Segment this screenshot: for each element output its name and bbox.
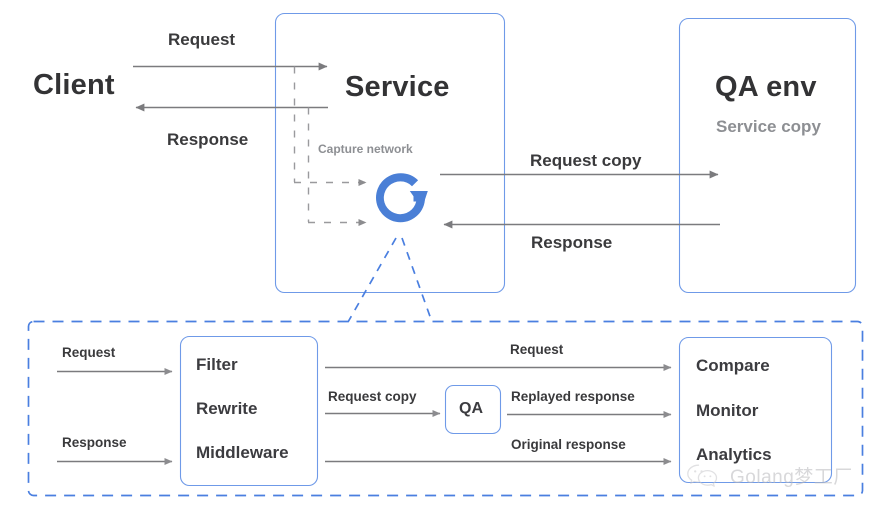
arrow-request-copy-label: Request copy [530, 151, 642, 170]
qa-env-box [678, 17, 857, 294]
qa-env-sublabel: Service copy [716, 117, 821, 136]
qa-node-box [444, 384, 502, 435]
output-box [678, 336, 833, 484]
goreplay-logo-icon [376, 173, 428, 223]
pipeline-item-middleware: Middleware [196, 443, 289, 462]
arrow-request-label: Request [168, 30, 236, 49]
output-item-monitor: Monitor [696, 401, 759, 420]
client-label: Client [33, 69, 115, 101]
capture-network-label: Capture network [318, 142, 413, 156]
output-item-analytics: Analytics [696, 445, 772, 464]
detail-dashed-container [27, 320, 864, 497]
arrow-qa-response-label: Response [531, 233, 613, 252]
qa-env-label: QA env [715, 71, 817, 103]
zoom-connector-left [347, 237, 397, 323]
qa-node-label: QA [459, 400, 483, 417]
detail-request-label: Request [62, 345, 116, 360]
detail-replayed-response-label: Replayed response [511, 389, 635, 404]
output-item-compare: Compare [696, 356, 770, 375]
pipeline-item-filter: Filter [196, 355, 238, 374]
pipeline-item-rewrite: Rewrite [196, 399, 258, 418]
detail-request-copy-label: Request copy [328, 389, 417, 404]
detail-response-label: Response [62, 435, 127, 450]
pipeline-box [179, 335, 319, 487]
detail-original-response-label: Original response [511, 437, 626, 452]
service-label: Service [345, 71, 450, 103]
arrow-response-label: Response [167, 130, 249, 149]
detail-out-request-label: Request [510, 342, 564, 357]
